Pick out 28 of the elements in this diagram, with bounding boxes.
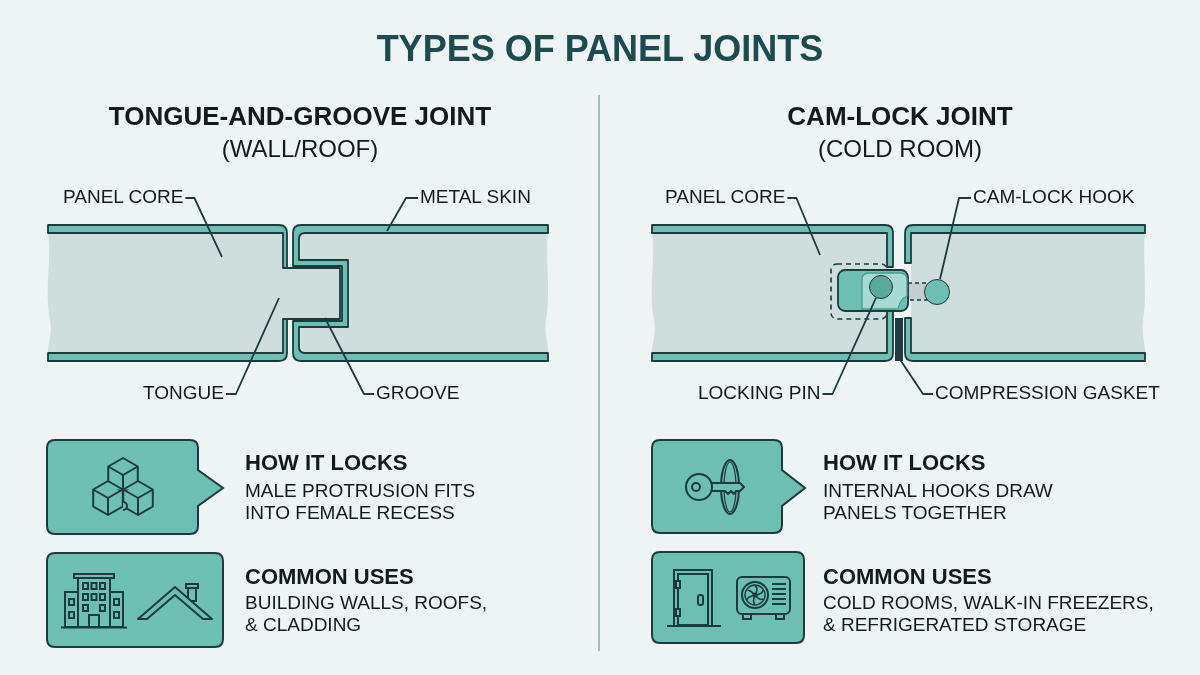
info-heading: HOW IT LOCKS xyxy=(823,450,986,476)
section-subtitle: (WALL/ROOF) xyxy=(221,135,379,163)
info-text: MALE PROTRUSION FITS INTO FEMALE RECESS xyxy=(245,480,477,524)
leader-line xyxy=(386,197,419,232)
part-label: PANEL CORE xyxy=(665,186,786,208)
info-heading: COMMON USES xyxy=(823,564,992,590)
section-heading: CAM-LOCK JOINT xyxy=(787,101,1013,131)
leader-line xyxy=(939,197,972,281)
part-label: METAL SKIN xyxy=(420,186,531,208)
leader-line xyxy=(324,317,375,395)
leader-line xyxy=(225,297,280,395)
part-label: LOCKING PIN xyxy=(698,382,821,404)
leader-line xyxy=(821,297,877,395)
info-heading: HOW IT LOCKS xyxy=(245,450,408,476)
info-text: COLD ROOMS, WALK-IN FREEZERS, & REFRIGERATED STORAGE xyxy=(823,592,1155,636)
part-label: GROOVE xyxy=(376,382,460,404)
info-text: BUILDING WALLS, ROOFS, & CLADDING xyxy=(245,592,489,636)
part-label: TONGUE xyxy=(143,382,224,404)
section-heading: TONGUE-AND-GROOVE JOINT xyxy=(108,101,492,131)
page-title: TYPES OF PANEL JOINTS xyxy=(376,28,824,70)
part-label: PANEL CORE xyxy=(63,186,184,208)
info-heading: COMMON USES xyxy=(245,564,414,590)
leader-line xyxy=(786,197,821,256)
part-label: CAM-LOCK HOOK xyxy=(973,186,1135,208)
section-subtitle: (COLD ROOM) xyxy=(818,135,982,163)
part-label: COMPRESSION GASKET xyxy=(935,382,1160,404)
info-text: INTERNAL HOOKS DRAW PANELS TOGETHER xyxy=(823,480,1054,524)
leader-line xyxy=(184,197,223,258)
